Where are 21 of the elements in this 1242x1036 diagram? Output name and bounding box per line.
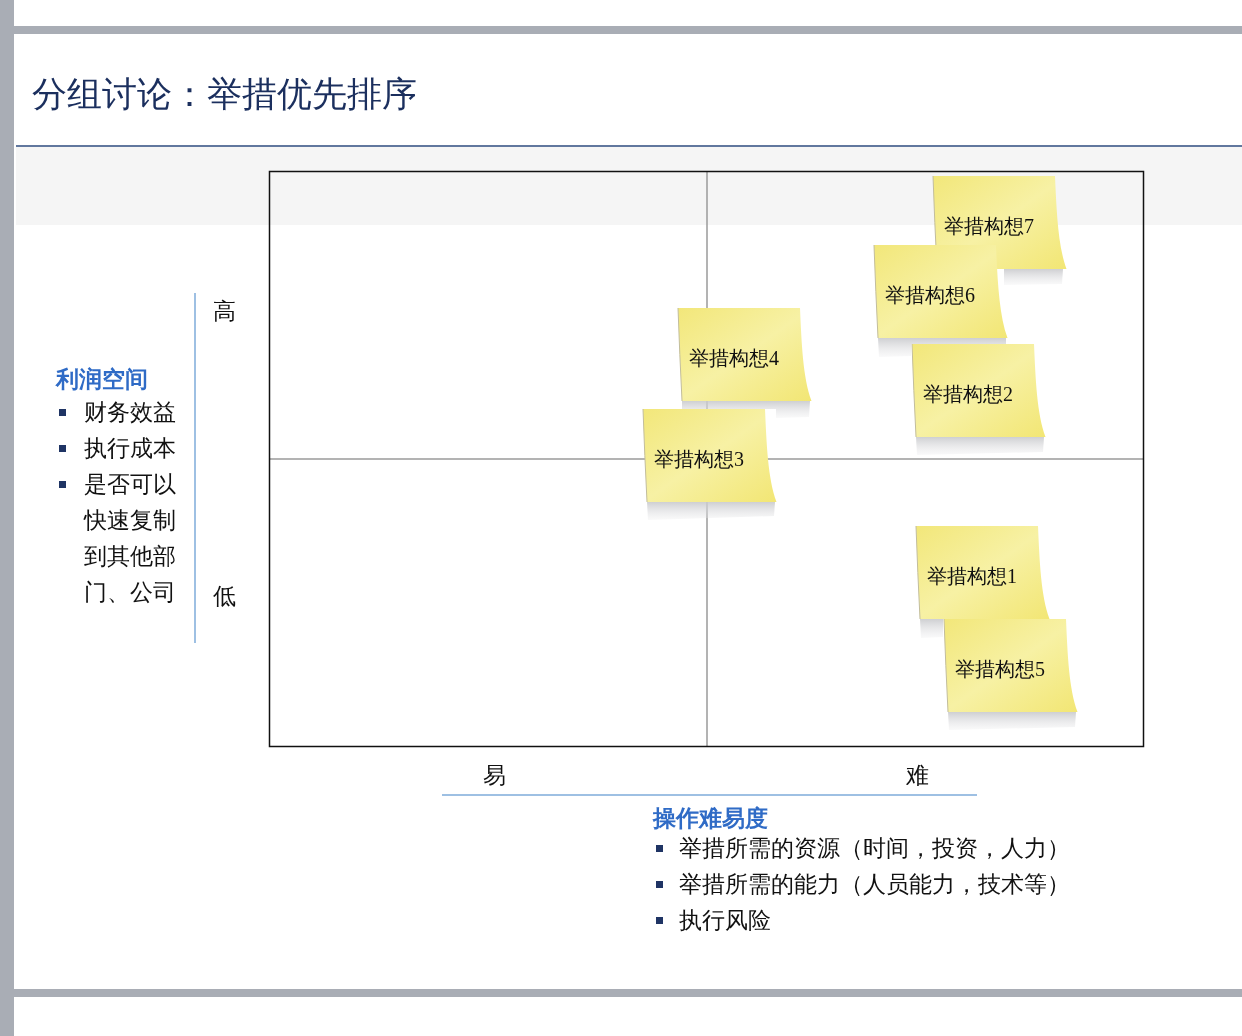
- axis-level-label: 易: [483, 761, 506, 790]
- axis-level-label: 高: [213, 297, 236, 326]
- criterion-text: 举措所需的能力（人员能力，技术等）: [679, 870, 1070, 899]
- note-text: 举措构想3: [654, 447, 744, 471]
- criterion-text: 执行成本: [84, 434, 176, 463]
- note-text: 举措构想5: [955, 657, 1045, 681]
- criterion-text: 举措所需的资源（时间，投资，人力）: [679, 834, 1070, 863]
- axis-level-label: 难: [906, 761, 929, 790]
- criterion-text: 是否可以快速复制到其他部门、公司: [84, 470, 177, 607]
- slide-title: 分组讨论：举措优先排序: [32, 73, 417, 116]
- axis-level-label: 低: [213, 582, 236, 611]
- criterion-text: 财务效益: [84, 398, 176, 427]
- note-text: 举措构想6: [885, 283, 975, 307]
- criterion-text: 执行风险: [679, 906, 771, 935]
- note-text: 举措构想7: [944, 214, 1034, 238]
- note-text: 举措构想1: [927, 564, 1017, 588]
- axis-title: 操作难易度: [653, 804, 768, 833]
- note-text: 举措构想2: [923, 382, 1013, 406]
- axis-title: 利润空间: [56, 365, 148, 394]
- note-text: 举措构想4: [689, 346, 779, 370]
- sticky-note: [915, 526, 1050, 619]
